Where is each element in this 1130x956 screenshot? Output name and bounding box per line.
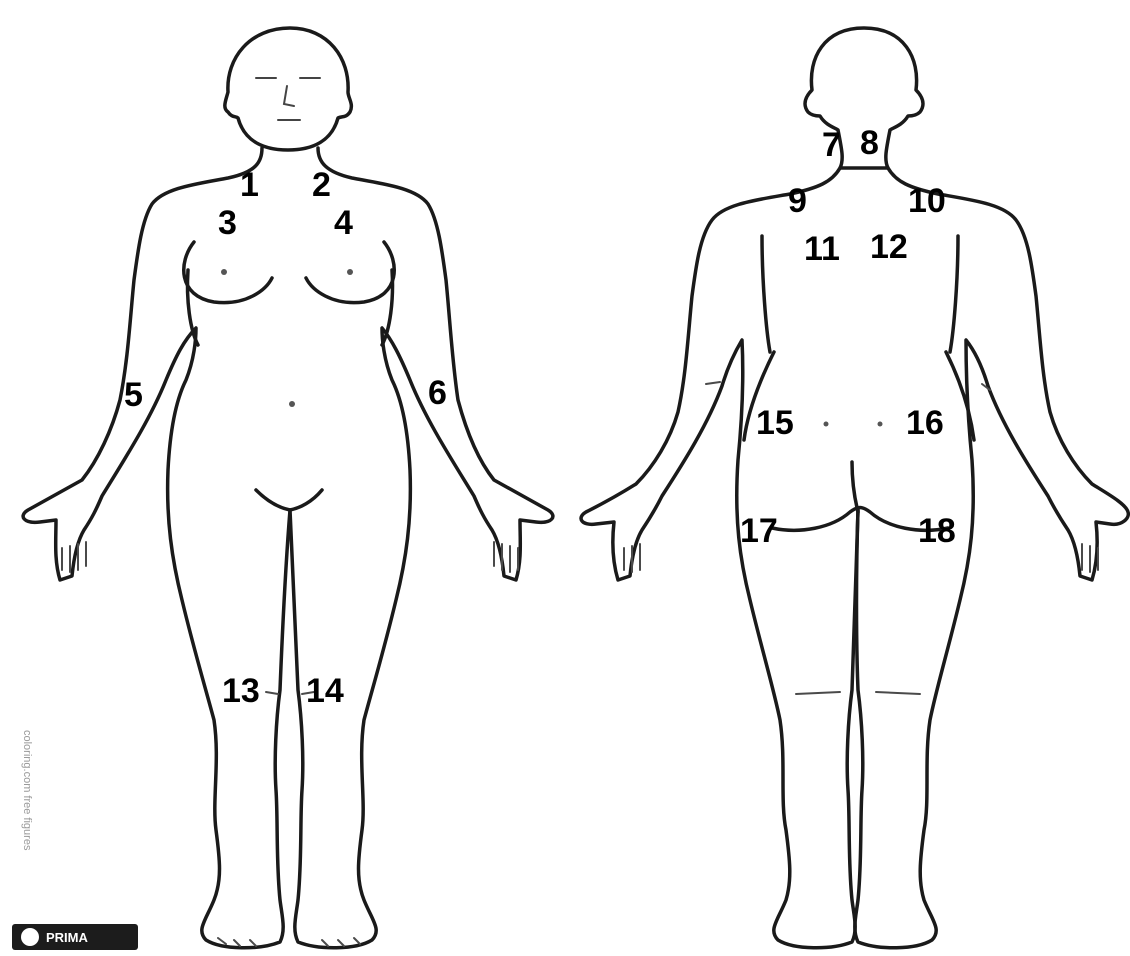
front-left-knee — [266, 692, 278, 694]
front-navel — [289, 401, 295, 407]
point-label-11: 11 — [804, 230, 840, 268]
point-labels: 1 2 3 4 5 6 13 14 7 8 9 10 11 12 15 16 1… — [124, 124, 956, 710]
back-left-elbow — [706, 382, 720, 384]
back-figure — [581, 28, 1128, 948]
back-body-outline-right — [855, 168, 1128, 948]
point-label-13: 13 — [222, 672, 260, 710]
front-figure — [23, 28, 553, 948]
back-right-scapula-line — [950, 236, 958, 352]
point-label-16: 16 — [906, 404, 944, 442]
watermark: coloring.com free figures PRIMA — [12, 730, 138, 950]
point-label-6: 6 — [428, 374, 447, 412]
front-groin-line — [256, 490, 322, 510]
front-head-outline — [225, 28, 352, 150]
point-label-3: 3 — [218, 204, 237, 242]
back-left-knee-crease — [796, 692, 840, 694]
front-left-breast — [184, 242, 272, 303]
front-left-nipple — [221, 269, 227, 275]
point-label-1: 1 — [240, 166, 259, 204]
point-label-8: 8 — [860, 124, 879, 162]
vertical-credit-text: coloring.com free figures — [21, 730, 33, 851]
front-body-outline-right — [290, 148, 553, 948]
point-label-10: 10 — [908, 182, 946, 220]
point-label-4: 4 — [334, 204, 353, 242]
logo-circle — [21, 928, 39, 946]
back-left-scapula-line — [762, 236, 770, 352]
point-label-17: 17 — [740, 512, 778, 550]
back-left-fingers — [624, 544, 640, 572]
point-label-5: 5 — [124, 376, 143, 414]
point-label-7: 7 — [822, 126, 841, 164]
point-label-12: 12 — [870, 228, 908, 266]
back-right-dimple — [878, 422, 883, 427]
back-cleft-line — [852, 462, 858, 512]
logo-text: PRIMA — [46, 930, 89, 945]
point-label-14: 14 — [306, 672, 344, 710]
back-left-dimple — [824, 422, 829, 427]
point-label-9: 9 — [788, 182, 807, 220]
point-label-15: 15 — [756, 404, 794, 442]
front-nose — [284, 86, 294, 106]
point-label-18: 18 — [918, 512, 956, 550]
back-right-knee-crease — [876, 692, 920, 694]
front-right-nipple — [347, 269, 353, 275]
back-body-outline-left — [581, 168, 858, 948]
front-body-outline-left — [23, 148, 290, 948]
point-label-2: 2 — [312, 166, 331, 204]
